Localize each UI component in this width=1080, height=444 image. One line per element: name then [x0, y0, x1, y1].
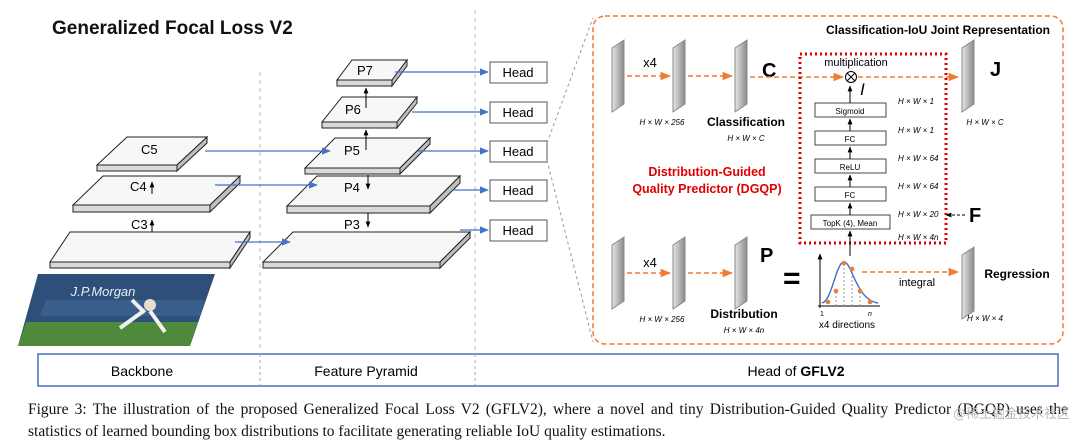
bottom-feature-maps: [611, 236, 975, 320]
layer-topk: TopK (4), Mean: [823, 219, 878, 228]
dgqp-title-line1: Distribution-Guided: [648, 165, 765, 179]
dgqp-dim: H × W × 1: [898, 126, 934, 135]
layer-sigmoid: Sigmoid: [836, 107, 865, 116]
dim-256-top: H × W × 256: [640, 118, 685, 127]
multiplication-label: multiplication: [824, 57, 888, 69]
dgqp-title-line2: Quality Predictor (DGQP): [632, 182, 781, 196]
layer-fc: FC: [845, 191, 856, 200]
joint-title: Classification-IoU Joint Representation: [826, 23, 1050, 37]
level-c3: C3: [131, 217, 148, 232]
backbone-stack: C5 C4 C3: [49, 135, 251, 270]
section-bar: Backbone Feature Pyramid Head of GFLV2: [37, 353, 1059, 387]
level-p3: P3: [344, 217, 360, 232]
input-image: J.P.Morgan: [18, 274, 215, 346]
integral-label: integral: [899, 277, 935, 289]
hist-right-label: n: [868, 311, 872, 318]
top-feature-maps: [611, 39, 975, 113]
level-p6: P6: [345, 102, 361, 117]
distribution-dim: H × W × 4n: [724, 326, 765, 335]
regression-label: Regression: [984, 267, 1049, 281]
symbol-c: C: [762, 60, 776, 82]
pyramid-stack: P7 P6 P5 P4 P3: [261, 58, 472, 270]
head-label: Head: [502, 183, 533, 198]
section-feature-pyramid: Feature Pyramid: [314, 363, 417, 379]
level-c5: C5: [141, 142, 158, 157]
section-head: Head of GFLV2: [747, 363, 844, 379]
multiplication-icon: [845, 71, 857, 83]
section-backbone: Backbone: [111, 363, 173, 379]
dgqp-dim: H × W × 4n: [898, 233, 939, 242]
symbol-f: F: [969, 205, 981, 227]
image-logo: J.P.Morgan: [70, 284, 136, 299]
head-label: Head: [502, 144, 533, 159]
dgqp-dim: H × W × 64: [898, 154, 939, 163]
x4-top-label: x4: [643, 55, 657, 70]
dgqp-box: [798, 52, 948, 245]
j-dim: H × W × C: [966, 118, 1004, 127]
classification-dim: H × W × C: [727, 134, 765, 143]
symbol-i: I: [860, 80, 865, 99]
dgqp-dim: H × W × 1: [898, 97, 934, 106]
head-detail-box: [592, 15, 1064, 345]
classification-label: Classification: [707, 115, 785, 129]
dgqp-dim: H × W × 64: [898, 182, 939, 191]
level-p5: P5: [344, 143, 360, 158]
dgqp-dim: H × W × 20: [898, 210, 939, 219]
head-label: Head: [502, 65, 533, 80]
symbol-p: P: [760, 245, 773, 267]
distribution-label: Distribution: [710, 307, 777, 321]
architecture-diagram: C5 C4 C3 P7 P6 P5 P4: [18, 10, 1064, 387]
level-p4: P4: [344, 180, 360, 195]
x4-bottom-label: x4: [643, 255, 657, 270]
head-label: Head: [502, 105, 533, 120]
layer-relu: ReLU: [840, 163, 861, 172]
dgqp-layers: Sigmoid FC ReLU FC TopK (4), Mean: [810, 85, 891, 256]
symbol-j: J: [990, 59, 1001, 81]
distribution-histogram: 1 n: [817, 253, 880, 318]
hist-left-label: 1: [820, 311, 824, 318]
head-boxes: Head Head Head Head Head: [489, 61, 548, 242]
regression-dim: H × W × 4: [967, 314, 1004, 323]
figure-title: Generalized Focal Loss V2: [52, 18, 293, 39]
dim-256-bottom: H × W × 256: [640, 315, 685, 324]
equals-sign: =: [783, 262, 801, 295]
figure-caption: Figure 3: The illustration of the propos…: [28, 401, 1068, 440]
level-c4: C4: [130, 179, 147, 194]
level-p7: P7: [357, 63, 373, 78]
x4-directions-label: x4 directions: [819, 320, 875, 331]
head-label: Head: [502, 223, 533, 238]
watermark: @稀土掘金技术社区: [952, 407, 1070, 422]
layer-fc: FC: [845, 135, 856, 144]
